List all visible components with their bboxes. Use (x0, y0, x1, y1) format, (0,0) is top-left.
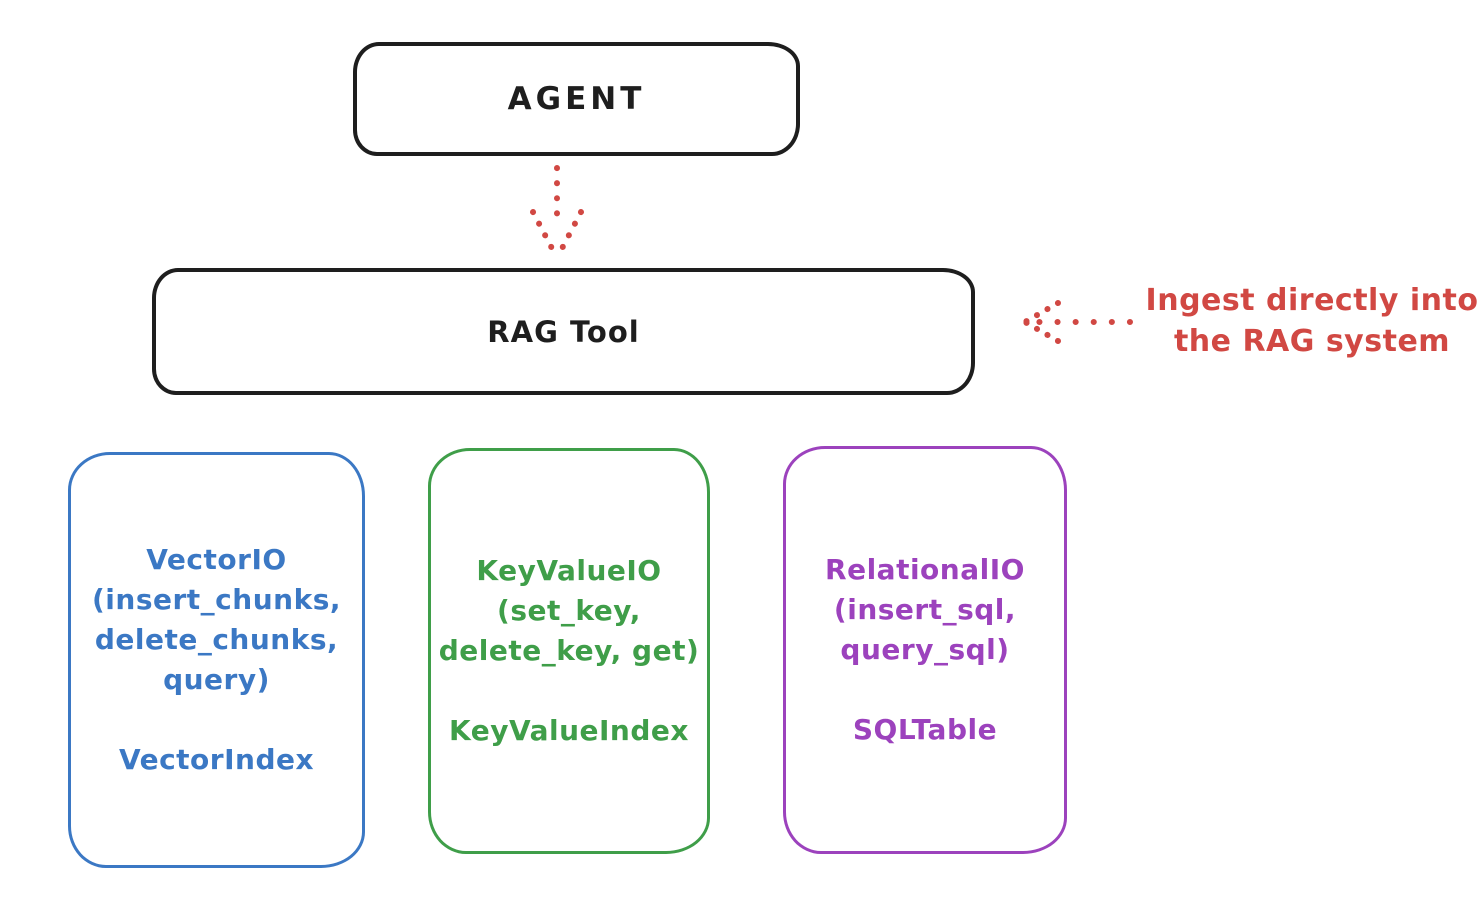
relational-io-methods: RelationalIO (insert_sql, query_sql) (825, 553, 1025, 666)
keyvalue-io-methods: KeyValueIO (set_key, delete_key, get) (438, 554, 700, 667)
ingest-annotation-line2: the RAG system (1173, 324, 1451, 359)
agent-label: AGENT (507, 81, 646, 117)
sql-table-label: SQLTable (852, 713, 998, 746)
agent-to-ragtool-arrow-icon (530, 165, 584, 261)
vector-io-box: VectorIO (insert_chunks, delete_chunks, … (68, 452, 365, 868)
agent-box: AGENT (353, 42, 800, 156)
keyvalue-index-label: KeyValueIndex (449, 714, 689, 747)
vector-io-methods: VectorIO (insert_chunks, delete_chunks, … (92, 543, 341, 696)
ingest-annotation-line1: Ingest directly into (1145, 283, 1479, 318)
ingest-annotation: Ingest directly into the RAG system (1140, 280, 1484, 362)
keyvalue-io-box: KeyValueIO (set_key, delete_key, get) Ke… (428, 448, 710, 854)
rag-tool-label: RAG Tool (487, 314, 640, 349)
ingest-arrow-icon (1022, 300, 1133, 344)
rag-tool-box: RAG Tool (152, 268, 975, 395)
relational-io-box: RelationalIO (insert_sql, query_sql) SQL… (783, 446, 1067, 854)
vector-index-label: VectorIndex (118, 743, 315, 776)
